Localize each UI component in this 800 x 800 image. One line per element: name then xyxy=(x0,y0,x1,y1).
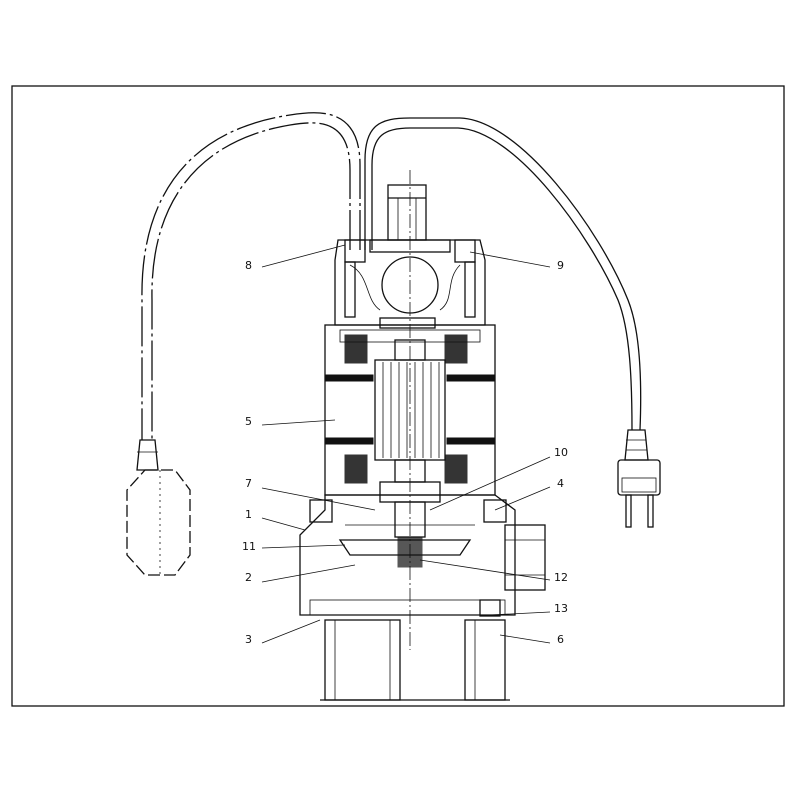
callout-1: 1 xyxy=(245,508,252,521)
callout-9: 9 xyxy=(557,259,564,272)
power-plug xyxy=(617,429,661,528)
callout-12: 12 xyxy=(554,571,568,584)
handle xyxy=(387,184,427,241)
float-switch xyxy=(126,469,191,576)
outlet-port xyxy=(504,524,546,591)
callout-6: 6 xyxy=(557,633,564,646)
callout-13: 13 xyxy=(554,602,568,615)
power-cable xyxy=(364,117,642,431)
callout-8: 8 xyxy=(245,259,252,272)
callout-7: 7 xyxy=(245,477,252,490)
callout-2: 2 xyxy=(245,571,252,584)
float-switch-cable xyxy=(136,112,361,471)
callouts: 8 9 5 10 7 4 1 11 2 12 3 13 6 xyxy=(242,244,568,646)
pump-housing xyxy=(299,481,516,617)
callout-11: 11 xyxy=(242,540,256,553)
callout-10: 10 xyxy=(554,446,568,459)
drawing-frame xyxy=(11,85,785,707)
callout-5: 5 xyxy=(245,415,252,428)
callout-4: 4 xyxy=(557,477,564,490)
pump-feet xyxy=(320,619,510,701)
callout-3: 3 xyxy=(245,633,252,646)
